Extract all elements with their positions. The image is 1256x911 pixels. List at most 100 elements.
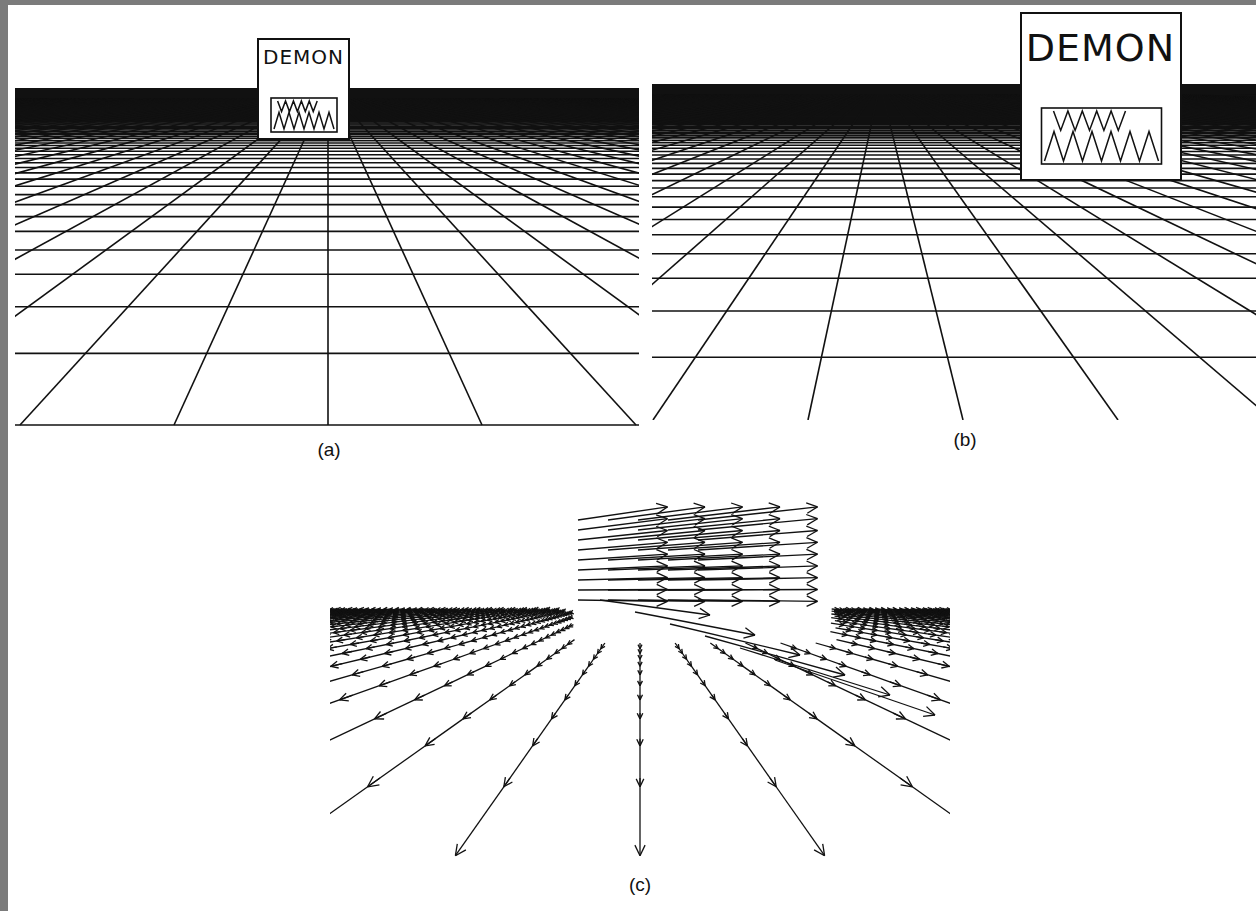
stroke <box>357 618 362 620</box>
stroke <box>328 88 639 425</box>
stroke <box>545 620 550 622</box>
stroke <box>880 84 963 420</box>
stroke <box>387 645 393 647</box>
stroke <box>552 716 558 719</box>
stroke <box>640 695 643 700</box>
stroke <box>593 657 597 659</box>
stroke <box>853 641 858 645</box>
stroke <box>900 712 906 719</box>
stroke <box>870 645 875 649</box>
stroke <box>871 635 877 637</box>
stroke <box>352 670 358 675</box>
stroke <box>516 620 520 623</box>
stroke <box>15 172 639 174</box>
stroke <box>350 641 356 645</box>
stroke <box>438 619 443 621</box>
stroke <box>836 628 851 631</box>
stroke <box>350 623 355 625</box>
stroke <box>463 718 471 719</box>
stroke <box>890 649 895 653</box>
stroke <box>775 777 777 787</box>
stroke <box>382 666 389 667</box>
stroke <box>696 670 698 675</box>
stroke <box>474 627 479 628</box>
stroke <box>340 693 347 700</box>
stroke <box>652 84 880 420</box>
stroke <box>929 625 935 627</box>
stroke <box>937 641 944 643</box>
stroke <box>330 623 335 625</box>
stroke <box>403 627 408 630</box>
stroke <box>858 633 864 635</box>
stroke <box>425 744 435 746</box>
stroke <box>652 84 880 420</box>
stroke <box>652 84 880 420</box>
stroke <box>15 204 639 206</box>
stroke <box>652 84 880 420</box>
stroke <box>932 649 938 653</box>
stroke <box>850 737 855 746</box>
stroke <box>652 84 880 420</box>
stroke <box>870 641 876 643</box>
stroke <box>752 670 755 675</box>
stroke <box>521 621 526 622</box>
stroke <box>907 649 914 651</box>
stroke <box>640 713 643 719</box>
stroke <box>652 84 880 420</box>
stroke <box>868 649 874 650</box>
stroke <box>330 649 334 651</box>
stroke <box>896 718 906 719</box>
stroke <box>328 88 639 425</box>
stroke <box>352 675 360 676</box>
stroke <box>525 616 529 617</box>
stroke <box>441 621 446 623</box>
stroke <box>495 623 500 624</box>
stroke <box>403 631 409 633</box>
stroke <box>403 635 409 637</box>
stroke <box>652 84 880 420</box>
stroke <box>328 88 639 425</box>
stroke <box>536 622 541 624</box>
stroke <box>331 627 337 629</box>
stroke <box>481 618 486 619</box>
stroke <box>371 623 376 625</box>
stroke <box>343 616 348 618</box>
stroke <box>375 712 381 719</box>
stroke <box>523 648 528 649</box>
stroke <box>716 644 718 648</box>
stroke <box>535 630 540 632</box>
stroke <box>434 666 441 668</box>
stroke <box>419 634 424 638</box>
stroke <box>892 661 898 666</box>
stroke <box>562 647 567 649</box>
stroke <box>640 655 642 659</box>
stroke <box>360 655 366 660</box>
stroke <box>652 84 880 420</box>
stroke <box>376 631 382 633</box>
stroke <box>328 88 639 425</box>
stroke <box>531 644 536 645</box>
stroke <box>328 88 639 425</box>
stroke <box>652 84 880 420</box>
stroke <box>553 623 558 625</box>
stroke <box>454 655 458 660</box>
stroke <box>652 84 880 420</box>
stroke <box>337 637 343 641</box>
stroke <box>678 644 680 649</box>
stroke <box>504 617 509 618</box>
stroke <box>492 634 497 636</box>
stroke <box>402 624 407 627</box>
stroke <box>652 84 880 420</box>
stroke <box>652 84 880 420</box>
stroke <box>360 659 367 661</box>
stroke <box>652 84 880 420</box>
stroke <box>328 88 639 425</box>
stroke <box>328 88 639 425</box>
flow-field <box>330 503 950 856</box>
stroke <box>652 84 880 420</box>
stroke <box>547 658 552 660</box>
stroke <box>410 674 417 676</box>
stroke <box>873 627 878 630</box>
stroke <box>510 624 515 625</box>
stroke <box>430 620 435 622</box>
